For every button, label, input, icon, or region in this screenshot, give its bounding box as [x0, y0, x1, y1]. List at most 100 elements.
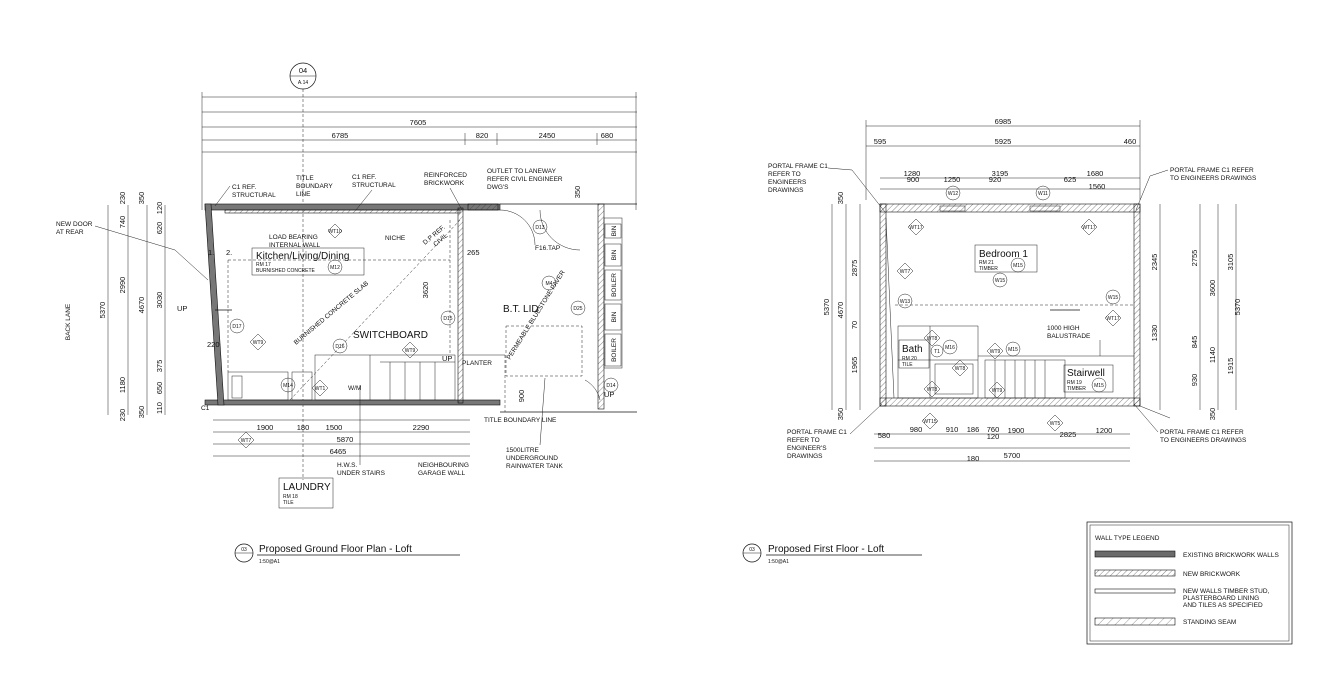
- svg-text:WT8: WT8: [955, 366, 966, 372]
- note-c1-ref-mid: C1 REF.STRUCTURAL: [352, 174, 396, 189]
- grid-bubble-ref: A.14: [298, 80, 309, 86]
- svg-text:WT7: WT7: [241, 438, 252, 444]
- dim-left-620: 620: [155, 222, 164, 235]
- ff-dim-right-2345: 2345: [1150, 254, 1159, 271]
- note-hws: H.W.S.UNDER STAIRS: [337, 462, 386, 477]
- ff-dim-186: 186: [967, 425, 980, 434]
- tag-wt17c: WT17: [1104, 309, 1122, 327]
- dim-2290: 2290: [413, 423, 430, 432]
- tag-m15a: M15: [1010, 257, 1026, 273]
- legend-new-brick: NEW BRICKWORK: [1183, 571, 1241, 578]
- dim-left-5370: 5370: [98, 302, 107, 319]
- first-view-num: 03: [749, 547, 755, 553]
- dim-left-230a: 230: [118, 192, 127, 205]
- stairwell-name: Stairwell: [1067, 368, 1105, 379]
- tag-d17: D17: [229, 318, 245, 334]
- ff-dim-1280: 1280: [904, 169, 921, 178]
- ff-dim-1250: 1250: [944, 175, 961, 184]
- dim-820: 820: [476, 131, 489, 140]
- tag-d16: D16: [332, 338, 348, 354]
- tag-wt7: WT7: [237, 431, 255, 449]
- tag-w13: W13: [897, 293, 913, 309]
- legend-existing: EXISTING BRICKWORK WALLS: [1183, 552, 1279, 559]
- dim-220: 220: [207, 340, 220, 349]
- room-stairwell: Stairwell RM 19 TIMBER: [1063, 364, 1114, 393]
- tag-w11: W11: [1035, 185, 1051, 201]
- ff-dim-right-1330: 1330: [1150, 325, 1159, 342]
- boiler-1: BOILER: [611, 273, 618, 297]
- tag-m15b: M15: [1005, 341, 1021, 357]
- ff-dim-right-350: 350: [1208, 408, 1217, 421]
- svg-text:M14: M14: [283, 383, 293, 389]
- tag-wt17b: WT17: [1080, 218, 1098, 236]
- ff-dim-right-5370: 5370: [1233, 299, 1242, 316]
- ff-dim-overall: 6985: [995, 117, 1012, 126]
- bin-3: BIN: [611, 311, 618, 322]
- wall-type-legend: WALL TYPE LEGEND EXISTING BRICKWORK WALL…: [1086, 521, 1293, 645]
- ff-dim-right-1915: 1915: [1226, 358, 1235, 375]
- svg-text:WT8: WT8: [927, 336, 938, 342]
- svg-text:WT9: WT9: [990, 349, 1001, 355]
- dim-left-2990: 2990: [118, 277, 127, 294]
- svg-text:W11: W11: [1038, 191, 1048, 197]
- tag-wt9a: WT9: [249, 333, 267, 351]
- tag-wt10: WT10: [327, 223, 343, 239]
- kitchen-finish: BURNISHED CONCRETE: [256, 268, 316, 274]
- ground-tags: WT10 WT9 WT9 WT7 WT1 M12 M14 M4 D13 D15 …: [229, 219, 619, 449]
- laundry-num: RM 18: [283, 494, 298, 500]
- svg-text:D15: D15: [443, 316, 452, 322]
- tag-m15c: M15: [1091, 377, 1107, 393]
- tag-wt5: WT5: [1046, 414, 1064, 432]
- legend-swatch-new-brick: [1094, 569, 1176, 577]
- room-laundry: LAUNDRY RM 18 TILE: [278, 477, 334, 509]
- tag-wt7: WT7: [896, 262, 914, 280]
- dim-left-120: 120: [155, 202, 164, 215]
- ff-dim-625: 625: [1064, 175, 1077, 184]
- dim-6465: 6465: [330, 447, 347, 456]
- ff-dim-1560: 1560: [1089, 182, 1106, 191]
- dim-900: 900: [517, 390, 526, 403]
- ff-dim-180: 180: [967, 454, 980, 463]
- ff-dim-980: 980: [910, 425, 923, 434]
- tag-wt8c: WT8: [923, 380, 941, 398]
- ff-dim-760: 760: [987, 425, 1000, 434]
- tag-wt15: WT15: [921, 412, 939, 430]
- ground-walls: [204, 203, 637, 413]
- svg-text:W13: W13: [900, 299, 911, 305]
- dim-680: 680: [601, 131, 614, 140]
- note-title-boundary-bottom: TITLE BOUNDARY LINE: [484, 417, 557, 424]
- tag-m4: M4: [541, 275, 557, 291]
- svg-text:WT9: WT9: [253, 340, 264, 346]
- svg-text:W12: W12: [948, 191, 959, 197]
- first-tags: W12 W11 WT17 WT17 WT17 WT7 W13 W15 W15 M…: [896, 185, 1122, 432]
- ff-dim-910: 910: [946, 425, 959, 434]
- ff-dim-900: 900: [907, 175, 920, 184]
- dim-left-4670: 4670: [137, 297, 146, 314]
- room-bedroom: Bedroom 1 RM 21 TIMBER: [974, 244, 1038, 273]
- tag-wt8a: WT8: [923, 329, 941, 347]
- ff-dim-left-5370: 5370: [822, 299, 831, 316]
- tag-wt1: WT1: [311, 379, 329, 397]
- bath-name: Bath: [902, 344, 923, 355]
- bin-1: BIN: [611, 249, 618, 260]
- tag-w15a: W15: [992, 272, 1008, 288]
- dim-6785: 6785: [332, 131, 349, 140]
- ff-dim-595: 595: [874, 137, 887, 146]
- svg-text:WT9: WT9: [992, 388, 1003, 394]
- bin-2: BIN: [611, 225, 618, 236]
- ground-bottom-dimensions: 1900 180 1500 5870 6465 2290: [213, 419, 470, 457]
- svg-text:M12: M12: [330, 265, 340, 271]
- svg-text:WT15: WT15: [923, 419, 937, 425]
- ff-dim-left-2875: 2875: [850, 260, 859, 277]
- svg-text:M15: M15: [1013, 263, 1023, 269]
- ff-dim-5925: 5925: [995, 137, 1012, 146]
- ff-dim-left-350b: 350: [836, 408, 845, 421]
- room-bath: Bath RM 20 TILE: [898, 339, 930, 369]
- tag-wt9a: WT9: [986, 342, 1004, 360]
